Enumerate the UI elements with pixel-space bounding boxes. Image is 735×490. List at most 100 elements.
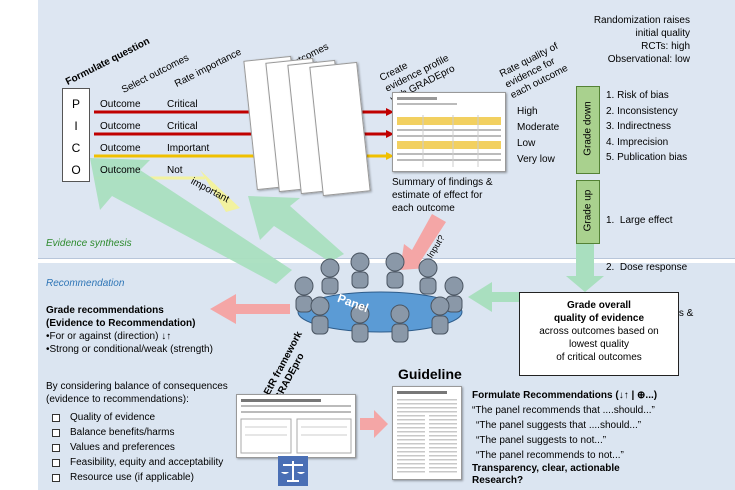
summary-line: Summary of findings & (392, 177, 493, 188)
guideline-title: Guideline (398, 366, 462, 382)
etr-document (236, 394, 356, 458)
evidence-synthesis-label: Evidence synthesis (46, 238, 132, 249)
grade-down-label: Grade down (582, 101, 594, 156)
considering-item-label: Resource use (if applicable) (70, 472, 194, 483)
grade-down-item: 1. Risk of bias (606, 90, 669, 101)
randomization-note: Randomization raises initial quality RCT… (582, 14, 690, 66)
grade-overall-line: of critical outcomes (556, 352, 642, 363)
considering-list: Quality of evidence Balance benefits/har… (52, 410, 223, 485)
considering-item: Balance benefits/harms (52, 425, 223, 440)
quality-level: High (517, 106, 538, 117)
pico-box: P I C O (62, 88, 90, 182)
grade-overall-text: Grade overall quality of evidence across… (520, 299, 678, 364)
grade-down-item: 2. Inconsistency (606, 105, 678, 117)
pico-letter: I (74, 119, 78, 133)
grade-recs-item: •Strong or conditional/weak (strength) (46, 344, 213, 355)
randomization-line: Observational: low (607, 54, 690, 65)
green-arrow-to-pico (90, 158, 292, 284)
panel-people (294, 252, 464, 343)
formulate-recs-item: “The panel recommends that ....should...… (472, 405, 655, 416)
checkbox-icon (52, 474, 60, 482)
guideline-document-content (397, 391, 457, 473)
recommendation-label: Recommendation (46, 278, 125, 289)
pico-letter: P (71, 97, 80, 111)
considering-item: Feasibility, equity and acceptability (52, 455, 223, 470)
formulate-recs-item: “The panel suggests that ....should...” (476, 420, 642, 431)
grade-recs-title: Grade recommendations (46, 305, 164, 316)
quality-level: Low (517, 138, 536, 149)
panel-table (297, 291, 463, 333)
importance-label: Not (167, 165, 183, 176)
grade-up-box: Grade up (576, 180, 600, 244)
grade-recommendations: Grade recommendations (Evidence to Recom… (46, 304, 213, 356)
randomization-line: Randomization raises (593, 15, 690, 26)
checkbox-icon (52, 459, 60, 467)
green-arrow-left (468, 282, 519, 312)
green-arrow-to-outcomes (248, 196, 344, 262)
outcome-label: Outcome (100, 165, 141, 176)
grade-overall-line: quality of evidence (553, 313, 645, 324)
formulate-recs-item: “The panel recommends to not...” (476, 450, 624, 461)
transparency-line: Transparency, clear, actionable (472, 463, 620, 474)
considering-item: Values and preferences (52, 440, 223, 455)
grade-recs-title: (Evidence to Recommendation) (46, 318, 196, 329)
guideline-document (392, 386, 462, 480)
grade-overall-box: Grade overall quality of evidence across… (519, 292, 679, 376)
evidence-profile-grid (397, 97, 501, 167)
outcome-label: Outcome (100, 143, 141, 154)
transparency-line: Research? (472, 475, 524, 486)
outcome-label: Outcome (100, 121, 141, 132)
grade-overall-line: Grade overall (567, 300, 631, 311)
grade-up-item: 2. Dose response (606, 261, 688, 273)
considering-item-label: Balance benefits/harms (70, 427, 175, 438)
pink-arrow-guideline (360, 410, 388, 438)
grade-up-label: Grade up (582, 189, 594, 232)
summary-findings: Summary of findings & estimate of effect… (392, 176, 493, 215)
checkbox-icon (52, 429, 60, 437)
pico-letter: O (71, 163, 81, 177)
considering-line: By considering balance of consequences (46, 381, 228, 392)
scales-icon (278, 456, 308, 486)
grade-recs-item: •For or against (direction) ↓↑ (46, 331, 172, 342)
quality-level: Moderate (517, 122, 560, 133)
summary-line: estimate of effect for (392, 190, 483, 201)
grade-down-item: 3. Indirectness (606, 121, 672, 132)
formulate-recs-item: “The panel suggests to not...” (476, 435, 607, 446)
importance-label: Critical (167, 121, 198, 132)
randomization-line: initial quality (635, 28, 690, 39)
importance-label: Important (167, 143, 210, 154)
formulate-recs-title: Formulate Recommendations (↓↑ | ⊕...) (472, 390, 658, 401)
considering-line: (evidence to recommendations): (46, 394, 189, 405)
outcome-label: Outcome (100, 99, 141, 110)
quality-levels: High Moderate Low Very low (517, 104, 559, 168)
checkbox-icon (52, 414, 60, 422)
considering-intro: By considering balance of consequences (… (46, 380, 228, 406)
checkbox-icon (52, 444, 60, 452)
grade-down-item: 5. Publication bias (606, 152, 688, 163)
not-important-arrow (200, 170, 240, 212)
evidence-profile-table (392, 92, 506, 172)
grade-down-item: 4. Imprecision (606, 136, 669, 148)
formulate-recommendations: Formulate Recommendations (↓↑ | ⊕...) “T… (472, 388, 657, 487)
grade-overall-line: lowest quality (568, 339, 630, 350)
etr-document-content (240, 399, 352, 454)
considering-item: Resource use (if applicable) (52, 470, 223, 485)
considering-item: Quality of evidence (52, 410, 223, 425)
considering-item-label: Quality of evidence (70, 412, 156, 423)
green-arrow-down (566, 222, 604, 292)
considering-item-label: Values and preferences (70, 442, 175, 453)
grade-down-box: Grade down (576, 86, 600, 174)
pico-letter: C (71, 141, 81, 155)
randomization-line: RCTs: high (641, 41, 690, 52)
grade-up-item: 1. Large effect (606, 215, 673, 226)
considering-item-label: Feasibility, equity and acceptability (70, 457, 224, 468)
grade-overall-line: across outcomes based on (539, 326, 659, 337)
pink-arrow-left (210, 294, 290, 324)
panel-group (294, 252, 464, 343)
summary-line: each outcome (392, 203, 455, 214)
quality-level: Very low (517, 154, 555, 165)
grade-down-list: 1. Risk of bias 2. Inconsistency 3. Indi… (606, 88, 687, 166)
importance-label: Critical (167, 99, 198, 110)
